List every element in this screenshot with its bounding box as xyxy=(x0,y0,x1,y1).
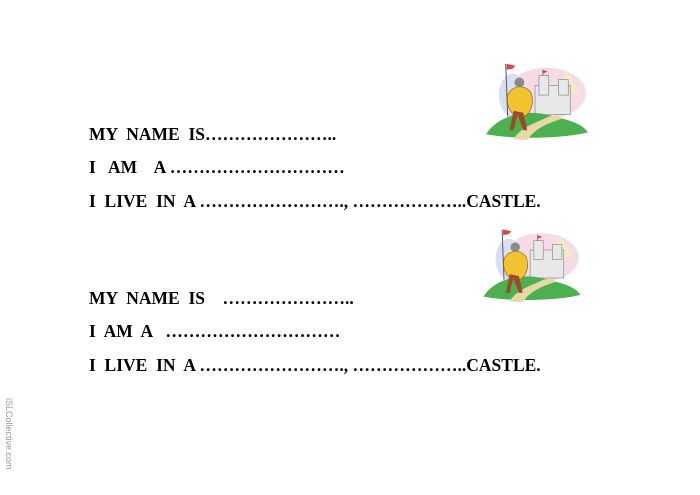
i-am-a-line: I AM A ………………………… xyxy=(89,157,345,177)
name-line: MY NAME IS ………………….. xyxy=(89,288,354,308)
name-line: MY NAME IS………………….. xyxy=(89,124,337,144)
i-am-a-line: I AM A ………………………… xyxy=(89,321,341,341)
knight-castle-clipart-icon xyxy=(478,56,596,144)
site-watermark: iSLCollective.com xyxy=(4,398,14,470)
live-in-castle-line: I LIVE IN A ……………………., ………………..CASTLE. xyxy=(89,191,541,211)
knight-castle-clipart-icon xyxy=(476,222,588,306)
live-in-castle-line: I LIVE IN A ……………………., ………………..CASTLE. xyxy=(89,355,541,375)
